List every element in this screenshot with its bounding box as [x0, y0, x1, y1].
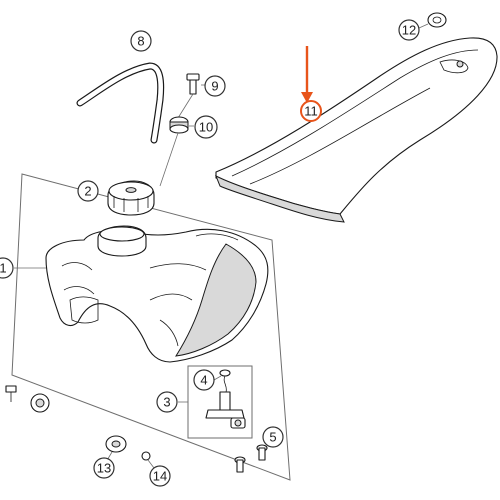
- callout-2-label: 2: [84, 184, 91, 199]
- grommet: [159, 116, 189, 187]
- fuel-hose: [76, 62, 165, 144]
- callout-13-label: 13: [97, 461, 111, 476]
- seat: [215, 37, 498, 223]
- highlight-arrow: [301, 46, 313, 103]
- callout-9-label: 9: [211, 79, 218, 94]
- callout-11-label: 11: [304, 104, 318, 119]
- callout-5: 5: [262, 426, 284, 448]
- callout-12: 12: [398, 19, 429, 41]
- callout-11: 11: [300, 100, 322, 122]
- fuel-tap-frame: [187, 365, 253, 439]
- rubber-bushing: [5, 385, 50, 413]
- callout-9: 9: [201, 75, 226, 97]
- callout-10-label: 10: [199, 120, 213, 135]
- callout-5-label: 5: [269, 430, 276, 445]
- vent-valve: [177, 73, 200, 119]
- callout-14-label: 14: [153, 469, 167, 484]
- callout-3: 3: [156, 391, 188, 413]
- spacer: [141, 451, 155, 469]
- callout-4: 4: [193, 369, 222, 391]
- fuel-tank: [14, 225, 269, 363]
- callout-14: 14: [149, 465, 171, 487]
- callout-3-label: 3: [163, 395, 170, 410]
- callout-1-label: 1: [0, 261, 7, 276]
- callout-13: 13: [93, 457, 115, 479]
- callout-8: 8: [130, 30, 152, 52]
- callout-2: 2: [77, 180, 99, 202]
- fuel-tap: [205, 369, 246, 429]
- seat-fixing-part: [427, 12, 447, 28]
- screws: [234, 444, 268, 473]
- tank-group-frame: [11, 173, 291, 481]
- callout-10: 10: [189, 115, 218, 139]
- callout-12-label: 12: [402, 23, 416, 38]
- filler-cap: [107, 180, 155, 216]
- callout-8-label: 8: [137, 34, 144, 49]
- callout-1: 1: [0, 257, 14, 279]
- callout-4-label: 4: [200, 373, 207, 388]
- damper: [105, 435, 127, 463]
